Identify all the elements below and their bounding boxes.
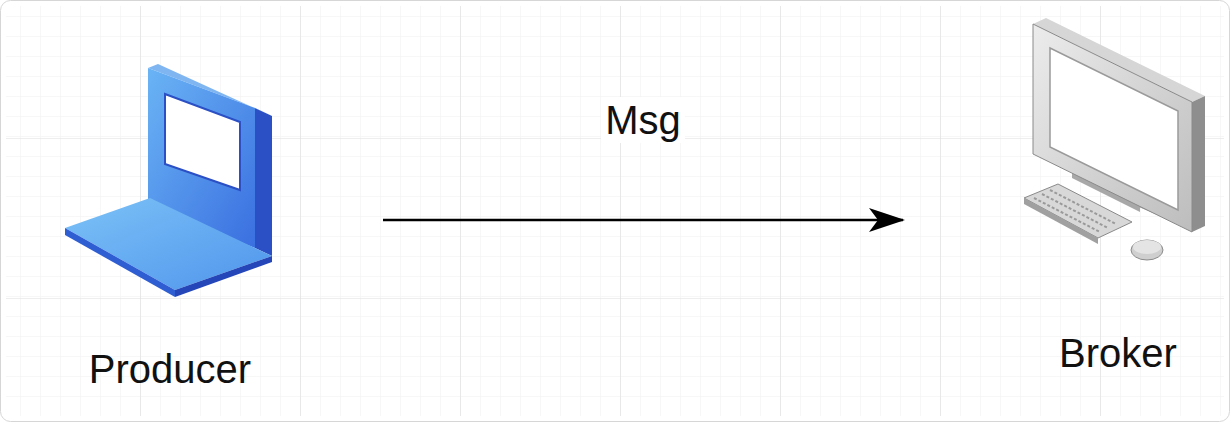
device-node: Producer — [60, 60, 280, 392]
edge-label: Msg — [601, 97, 685, 143]
laptop-icon — [65, 64, 272, 297]
desktop-icon — [1024, 18, 1205, 260]
node-label: Broker — [1059, 330, 1177, 376]
node-label: Producer — [89, 346, 251, 392]
message-arrow — [383, 219, 903, 222]
grid-lines — [6, 6, 1224, 416]
device-node: Broker — [1023, 15, 1213, 376]
